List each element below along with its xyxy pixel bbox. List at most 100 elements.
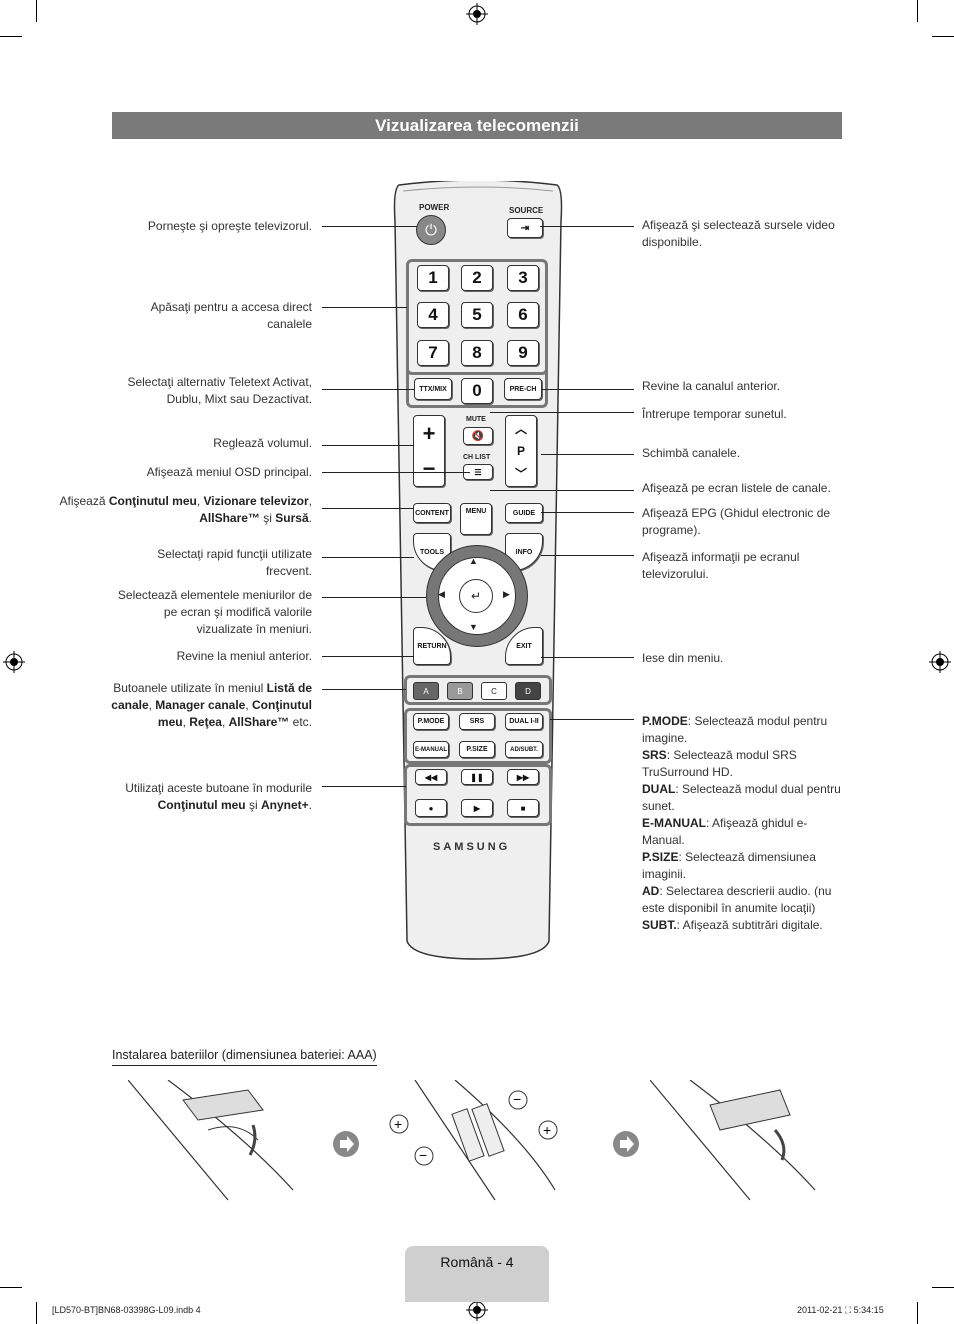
ttx-group bbox=[406, 369, 548, 408]
source-label: SOURCE bbox=[509, 206, 544, 215]
crop-mark bbox=[0, 36, 22, 37]
pause-button[interactable]: ❚❚ bbox=[461, 769, 493, 785]
menu-button[interactable]: MENU bbox=[460, 503, 492, 535]
registration-mark-icon bbox=[466, 1299, 488, 1321]
mute-description: Întrerupe temporar sunetul. bbox=[642, 407, 787, 421]
psize-button[interactable]: P.SIZE bbox=[459, 741, 495, 758]
leader-line bbox=[322, 786, 406, 787]
digit-5-button[interactable]: 5 bbox=[461, 302, 493, 328]
function-descriptions: P.MODE: Selectează modul pentru imagine.… bbox=[642, 713, 842, 934]
mute-label: MUTE bbox=[466, 416, 486, 423]
function-buttons-group bbox=[404, 708, 552, 764]
digit-3-button[interactable]: 3 bbox=[507, 265, 539, 291]
leader-line bbox=[322, 472, 470, 473]
srs-button[interactable]: SRS bbox=[459, 713, 495, 730]
exit-description: Iese din meniu. bbox=[642, 651, 724, 665]
list-icon: ☰ bbox=[474, 467, 482, 477]
navigation-pad bbox=[438, 557, 516, 635]
leader-line bbox=[322, 445, 414, 446]
digit-1-button[interactable]: 1 bbox=[417, 265, 449, 291]
arrow-right-icon[interactable]: ▶ bbox=[503, 589, 510, 599]
adsubt-button[interactable]: AD/SUBT. bbox=[505, 741, 543, 758]
leader-line bbox=[490, 412, 634, 413]
source-description: Afişează şi selectează sursele video dis… bbox=[642, 218, 835, 249]
color-a-button[interactable]: A bbox=[413, 682, 439, 700]
page-title-bar: Vizualizarea telecomenzii bbox=[112, 112, 842, 139]
chevron-down-icon: ﹀ bbox=[514, 467, 527, 482]
enter-icon: ↵ bbox=[470, 589, 482, 603]
leader-line bbox=[322, 508, 414, 509]
arrow-up-icon[interactable]: ▲ bbox=[469, 556, 478, 566]
mute-button[interactable]: 🔇 bbox=[463, 427, 493, 445]
enter-button[interactable]: ↵ bbox=[459, 579, 493, 613]
digits-description: Apăsaţi pentru a accesa direct canalele bbox=[150, 300, 312, 331]
media-buttons-group bbox=[404, 764, 552, 826]
emanual-button[interactable]: E-MANUAL bbox=[413, 741, 449, 758]
rewind-button[interactable]: ◀◀ bbox=[415, 769, 447, 785]
arrow-right-icon bbox=[333, 1131, 359, 1157]
svg-text:−: − bbox=[513, 1091, 521, 1107]
play-button[interactable]: ▶ bbox=[461, 799, 493, 817]
pmode-description: P.MODE: Selectează modul pentru imagine. bbox=[642, 714, 828, 745]
ttx-description: Selectaţi alternativ Teletext Activat, D… bbox=[127, 375, 312, 406]
guide-description: Afişează EPG (Ghidul electronic de progr… bbox=[642, 506, 831, 537]
color-buttons-group bbox=[404, 675, 552, 705]
pmode-button[interactable]: P.MODE bbox=[413, 713, 449, 730]
content-button[interactable]: CONTENT bbox=[413, 503, 451, 523]
leader-line bbox=[322, 656, 414, 657]
battery-step-3-illustration bbox=[650, 1080, 816, 1201]
page-number: Română - 4 bbox=[440, 1254, 514, 1270]
svg-text:+: + bbox=[543, 1122, 551, 1138]
volume-rocker[interactable]: + − bbox=[413, 415, 445, 487]
color-c-button[interactable]: C bbox=[481, 682, 507, 700]
crop-mark bbox=[36, 1302, 37, 1324]
fast-forward-icon: ▶▶ bbox=[516, 772, 530, 782]
leader-line bbox=[322, 689, 406, 690]
color-b-button[interactable]: B bbox=[447, 682, 473, 700]
battery-step-1-illustration bbox=[128, 1080, 294, 1201]
source-icon: ⇥ bbox=[520, 222, 530, 234]
leader-line bbox=[550, 719, 634, 720]
digit-8-button[interactable]: 8 bbox=[461, 340, 493, 366]
fast-forward-button[interactable]: ▶▶ bbox=[507, 769, 539, 785]
leader-line bbox=[322, 307, 407, 308]
record-button[interactable]: ● bbox=[415, 799, 447, 817]
guide-button[interactable]: GUIDE bbox=[505, 503, 543, 523]
psize-description: P.SIZE: Selectează dimensiunea imaginii. bbox=[642, 850, 816, 881]
channel-rocker[interactable]: ︿ P ﹀ bbox=[505, 415, 537, 487]
tools-description: Selectaţi rapid funcţii utilizate frecve… bbox=[157, 547, 312, 578]
stop-icon: ■ bbox=[520, 803, 526, 813]
source-button[interactable]: ⇥ bbox=[507, 218, 543, 238]
digit-7-button[interactable]: 7 bbox=[417, 340, 449, 366]
arrow-left-icon[interactable]: ◀ bbox=[438, 589, 445, 599]
nav-description: Selectează elementele meniurilor de pe e… bbox=[117, 588, 312, 636]
digit-0-button[interactable]: 0 bbox=[461, 378, 493, 404]
stop-button[interactable]: ■ bbox=[507, 799, 539, 817]
crop-mark bbox=[36, 0, 37, 22]
dual-button[interactable]: DUAL I-II bbox=[505, 713, 543, 730]
srs-description: SRS: Selectează modul SRS TruSurround HD… bbox=[642, 748, 797, 779]
arrow-right-icon bbox=[613, 1131, 639, 1157]
digit-4-button[interactable]: 4 bbox=[417, 302, 449, 328]
page-number-tab: Română - 4 bbox=[405, 1246, 549, 1302]
media-description: Utilizaţi aceste butoane în modurile Con… bbox=[125, 781, 312, 812]
play-icon: ▶ bbox=[473, 803, 481, 813]
leader-line bbox=[541, 555, 634, 556]
content-description: Afişează Conţinutul meu, Vizionare telev… bbox=[59, 494, 312, 525]
digit-9-button[interactable]: 9 bbox=[507, 340, 539, 366]
color-d-button[interactable]: D bbox=[515, 682, 541, 700]
file-info: [LD570-BT]BN68-03398G-L09.indb 4 bbox=[52, 1305, 201, 1315]
power-description: Porneşte şi opreşte televizorul. bbox=[147, 219, 312, 233]
digit-6-button[interactable]: 6 bbox=[507, 302, 539, 328]
arrow-down-icon[interactable]: ▼ bbox=[469, 622, 478, 632]
dual-description: DUAL: Selectează modul dual pentru sunet… bbox=[642, 782, 841, 813]
number-pad-group bbox=[406, 259, 548, 375]
leader-line bbox=[541, 389, 634, 390]
prech-button[interactable]: PRE-CH bbox=[504, 378, 542, 400]
power-button[interactable]: ⏻ bbox=[416, 215, 446, 245]
crop-mark bbox=[0, 1287, 22, 1288]
digit-2-button[interactable]: 2 bbox=[461, 265, 493, 291]
ttx-mix-button[interactable]: TTX/MIX bbox=[414, 378, 452, 400]
leader-line bbox=[541, 657, 634, 658]
channel-description: Schimbă canalele. bbox=[642, 446, 741, 460]
